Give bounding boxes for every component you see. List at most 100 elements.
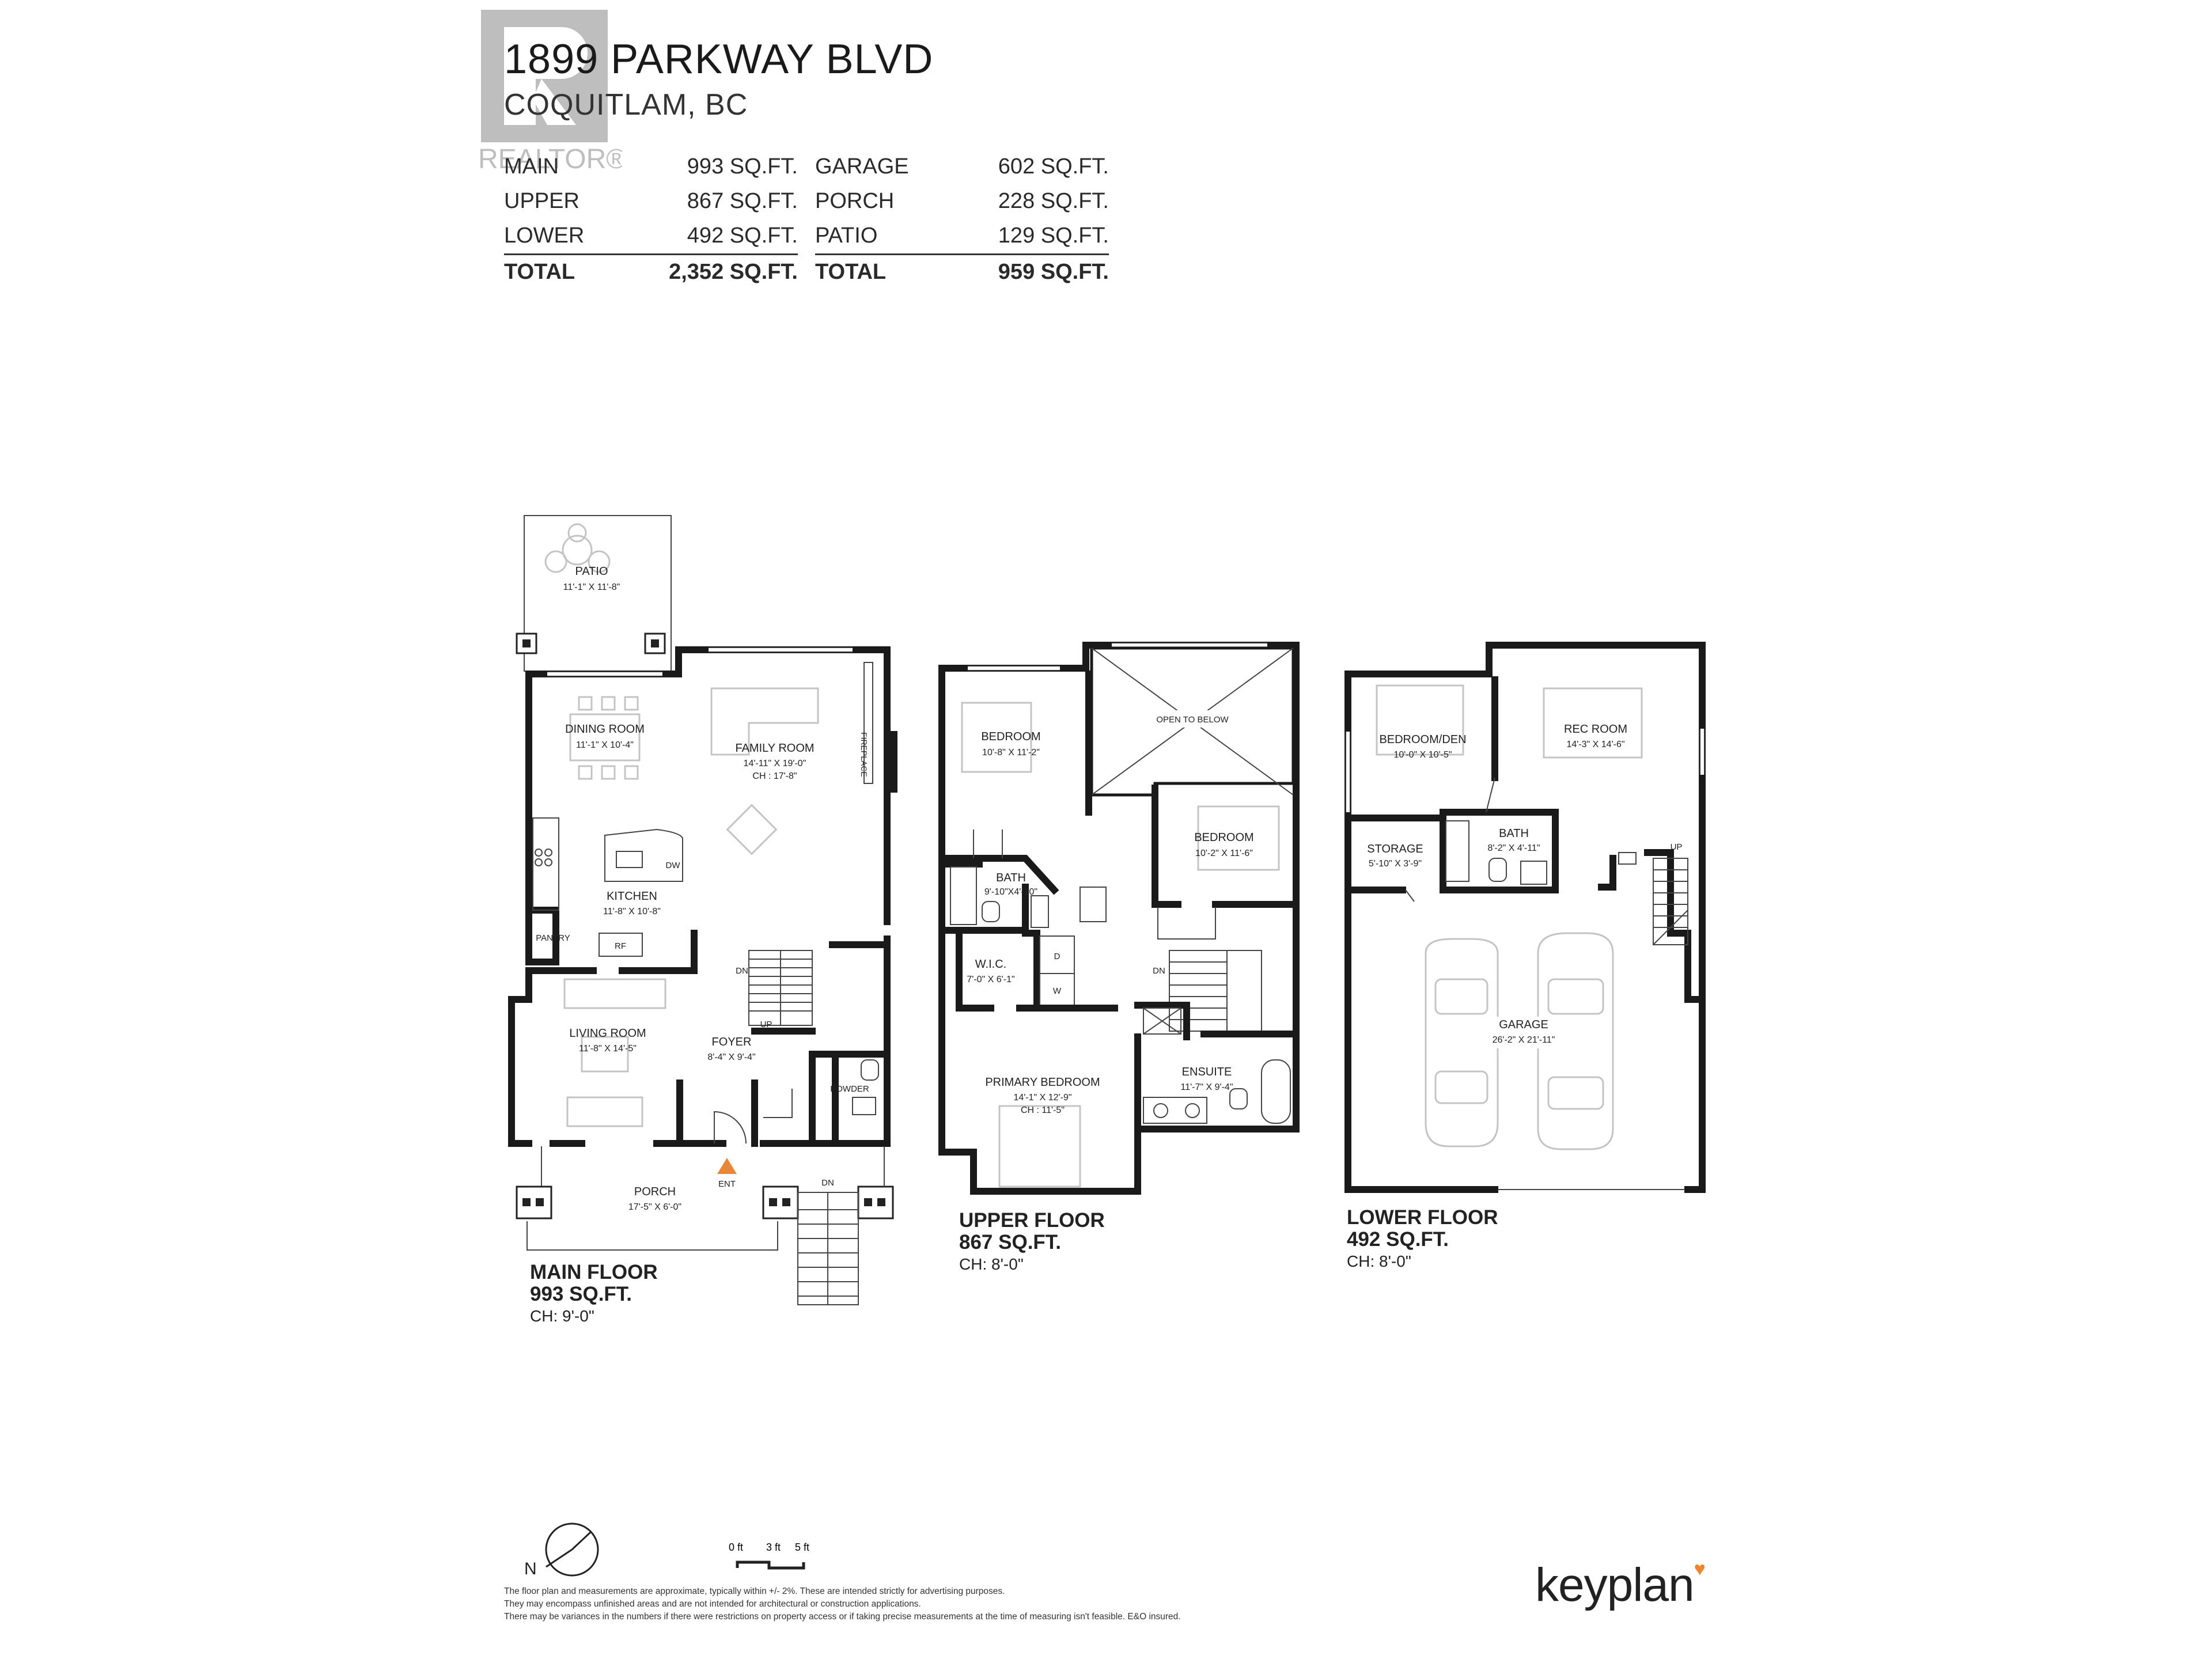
room-name-bedroom-2: BEDROOM	[1194, 831, 1253, 844]
room-dim-bath-upper: 9'-10"X4'-10"	[984, 887, 1037, 897]
stair-dn-label: DN	[736, 966, 748, 976]
room-dim-bedroom-den: 10'-0" X 10'-5"	[1393, 750, 1452, 760]
lower-stairs	[1653, 858, 1688, 945]
room-ch-primary-bedroom: CH : 11'-5"	[1021, 1105, 1065, 1115]
main-stairs	[748, 950, 813, 1026]
keyplan-logo: keyplan♥	[1535, 1558, 1706, 1612]
room-dim-storage: 5'-10" X 3'-9"	[1369, 859, 1422, 869]
lower-stair-up-label: UP	[1671, 842, 1683, 852]
room-dim-dining: 11'-1" X 10'-4"	[576, 740, 634, 750]
area-label: GARAGE	[815, 154, 909, 179]
room-name-kitchen: KITCHEN	[607, 890, 657, 903]
area-value: 993 SQ.FT.	[687, 154, 798, 179]
room-name-wic: W.I.C.	[975, 958, 1006, 971]
upper-floor-caption: UPPER FLOOR 867 SQ.FT. CH: 8'-0"	[959, 1210, 1105, 1275]
lower-floor-area: 492 SQ.FT.	[1347, 1228, 1449, 1251]
area-label: PATIO	[815, 224, 878, 248]
heart-icon: ♥	[1694, 1558, 1706, 1580]
realtor-logo-text: REALTOR®	[478, 144, 622, 174]
area-value: 492 SQ.FT.	[687, 224, 798, 248]
room-name-powder: POWDER	[830, 1084, 869, 1094]
upper-floor-title: UPPER FLOOR	[959, 1209, 1105, 1232]
area-row: GARAGE 602 SQ.FT.	[815, 150, 1109, 184]
area-total-value: 959 SQ.FT.	[998, 260, 1109, 284]
room-name-primary-bedroom: PRIMARY BEDROOM	[985, 1076, 1100, 1089]
main-floor-plan: PATIO 11'-1" X 11'-8" FIREPLACE	[508, 515, 897, 1305]
dw-label: DW	[666, 861, 681, 870]
room-name-patio: PATIO	[575, 565, 608, 578]
lower-floor-caption: LOWER FLOOR 492 SQ.FT. CH: 8'-0"	[1347, 1207, 1498, 1272]
lower-floor-title: LOWER FLOOR	[1347, 1206, 1498, 1229]
room-name-bath-lower: BATH	[1499, 827, 1529, 840]
area-label: LOWER	[504, 224, 585, 248]
area-total-row: TOTAL 959 SQ.FT.	[815, 253, 1109, 290]
area-row: PATIO 129 SQ.FT.	[815, 219, 1109, 253]
upper-floor-area: 867 SQ.FT.	[959, 1231, 1062, 1253]
room-name-bath-upper: BATH	[996, 872, 1026, 884]
room-name-family: FAMILY ROOM	[735, 742, 814, 755]
property-address: 1899 PARKWAY BLVD	[504, 36, 934, 82]
room-dim-porch: 17'-5" X 6'-0"	[628, 1202, 681, 1212]
fridge-label: RF	[615, 941, 626, 951]
disclaimer-line: They may encompass unfinished areas and …	[504, 1599, 921, 1609]
area-label: UPPER	[504, 189, 579, 213]
room-ch-family: CH : 17'-8"	[752, 771, 797, 781]
room-dim-family: 14'-11" X 19'-0"	[744, 759, 806, 768]
scale-label-5: 5 ft	[795, 1541, 809, 1553]
lower-floor-plan: BEDROOM/DEN 10'-0" X 10'-5" REC ROOM 14'…	[1344, 642, 1706, 1193]
room-name-bedroom-1: BEDROOM	[981, 730, 1040, 743]
area-total-label: TOTAL	[504, 260, 575, 284]
room-dim-wic: 7'-0" X 6'-1"	[967, 975, 1014, 984]
room-dim-bedroom-2: 10'-2" X 11'-6"	[1195, 849, 1253, 858]
realtor-logo: REALTOR®	[478, 10, 622, 174]
room-name-foyer: FOYER	[712, 1036, 752, 1048]
area-total-row: TOTAL 2,352 SQ.FT.	[504, 253, 798, 290]
room-name-living: LIVING ROOM	[569, 1027, 646, 1040]
main-floor-caption: MAIN FLOOR 993 SQ.FT. CH: 9'-0"	[530, 1262, 658, 1327]
area-total-value: 2,352 SQ.FT.	[669, 260, 798, 284]
room-name-garage: GARAGE	[1499, 1018, 1548, 1031]
room-dim-living: 11'-8" X 14'-5"	[579, 1044, 637, 1054]
room-name-rec-room: REC ROOM	[1564, 723, 1627, 736]
fireplace-label: FIREPLACE	[859, 732, 869, 777]
open-to-below-label: OPEN TO BELOW	[1156, 715, 1229, 725]
porch-stairs	[797, 1192, 859, 1305]
room-dim-rec-room: 14'-3" X 14'-6"	[1566, 740, 1624, 749]
area-total-label: TOTAL	[815, 260, 887, 284]
dining-furniture	[569, 696, 641, 780]
room-dim-garage: 26'-2" X 21'-11"	[1493, 1035, 1555, 1045]
main-floor-area: 993 SQ.FT.	[530, 1283, 632, 1305]
upper-floor-ceiling: CH: 8'-0"	[959, 1255, 1024, 1273]
property-city: COQUITLAM, BC	[504, 88, 748, 122]
main-floor-title: MAIN FLOOR	[530, 1261, 658, 1283]
room-dim-foyer: 8'-4" X 9'-4"	[707, 1052, 755, 1062]
area-value: 602 SQ.FT.	[998, 154, 1109, 179]
area-row: MAIN 993 SQ.FT.	[504, 150, 798, 184]
washer-label: W	[1053, 986, 1062, 996]
disclaimer-line: There may be variances in the numbers if…	[504, 1612, 1181, 1622]
room-dim-bedroom-1: 10'-8" X 11'-2"	[982, 748, 1040, 757]
room-dim-bath-lower: 8'-2" X 4'-11"	[1488, 843, 1540, 853]
room-dim-ensuite: 11'-7" X 9'-4"	[1181, 1082, 1233, 1092]
room-dim-kitchen: 11'-8" X 10'-8"	[603, 907, 661, 916]
area-value: 129 SQ.FT.	[998, 224, 1109, 248]
room-dim-primary-bedroom: 14'-1" X 12'-9"	[1013, 1093, 1071, 1103]
upper-stair-dn-label: DN	[1153, 966, 1165, 976]
living-furniture	[563, 978, 666, 1127]
area-label: MAIN	[504, 154, 559, 179]
scale-label-0: 0 ft	[729, 1541, 743, 1553]
north-label: N	[524, 1559, 537, 1578]
room-name-bedroom-den: BEDROOM/DEN	[1379, 733, 1466, 746]
stair-up-label: UP	[760, 1020, 772, 1029]
upper-floor-plan: OPEN TO BELOW BEDROOM 10'-8" X 11'-2" BE…	[938, 642, 1300, 1195]
dryer-label: D	[1054, 952, 1060, 961]
room-name-ensuite: ENSUITE	[1182, 1066, 1232, 1078]
room-name-porch: PORCH	[634, 1185, 676, 1198]
porch-dn-label: DN	[821, 1178, 834, 1188]
entry-label: ENT	[718, 1179, 736, 1189]
